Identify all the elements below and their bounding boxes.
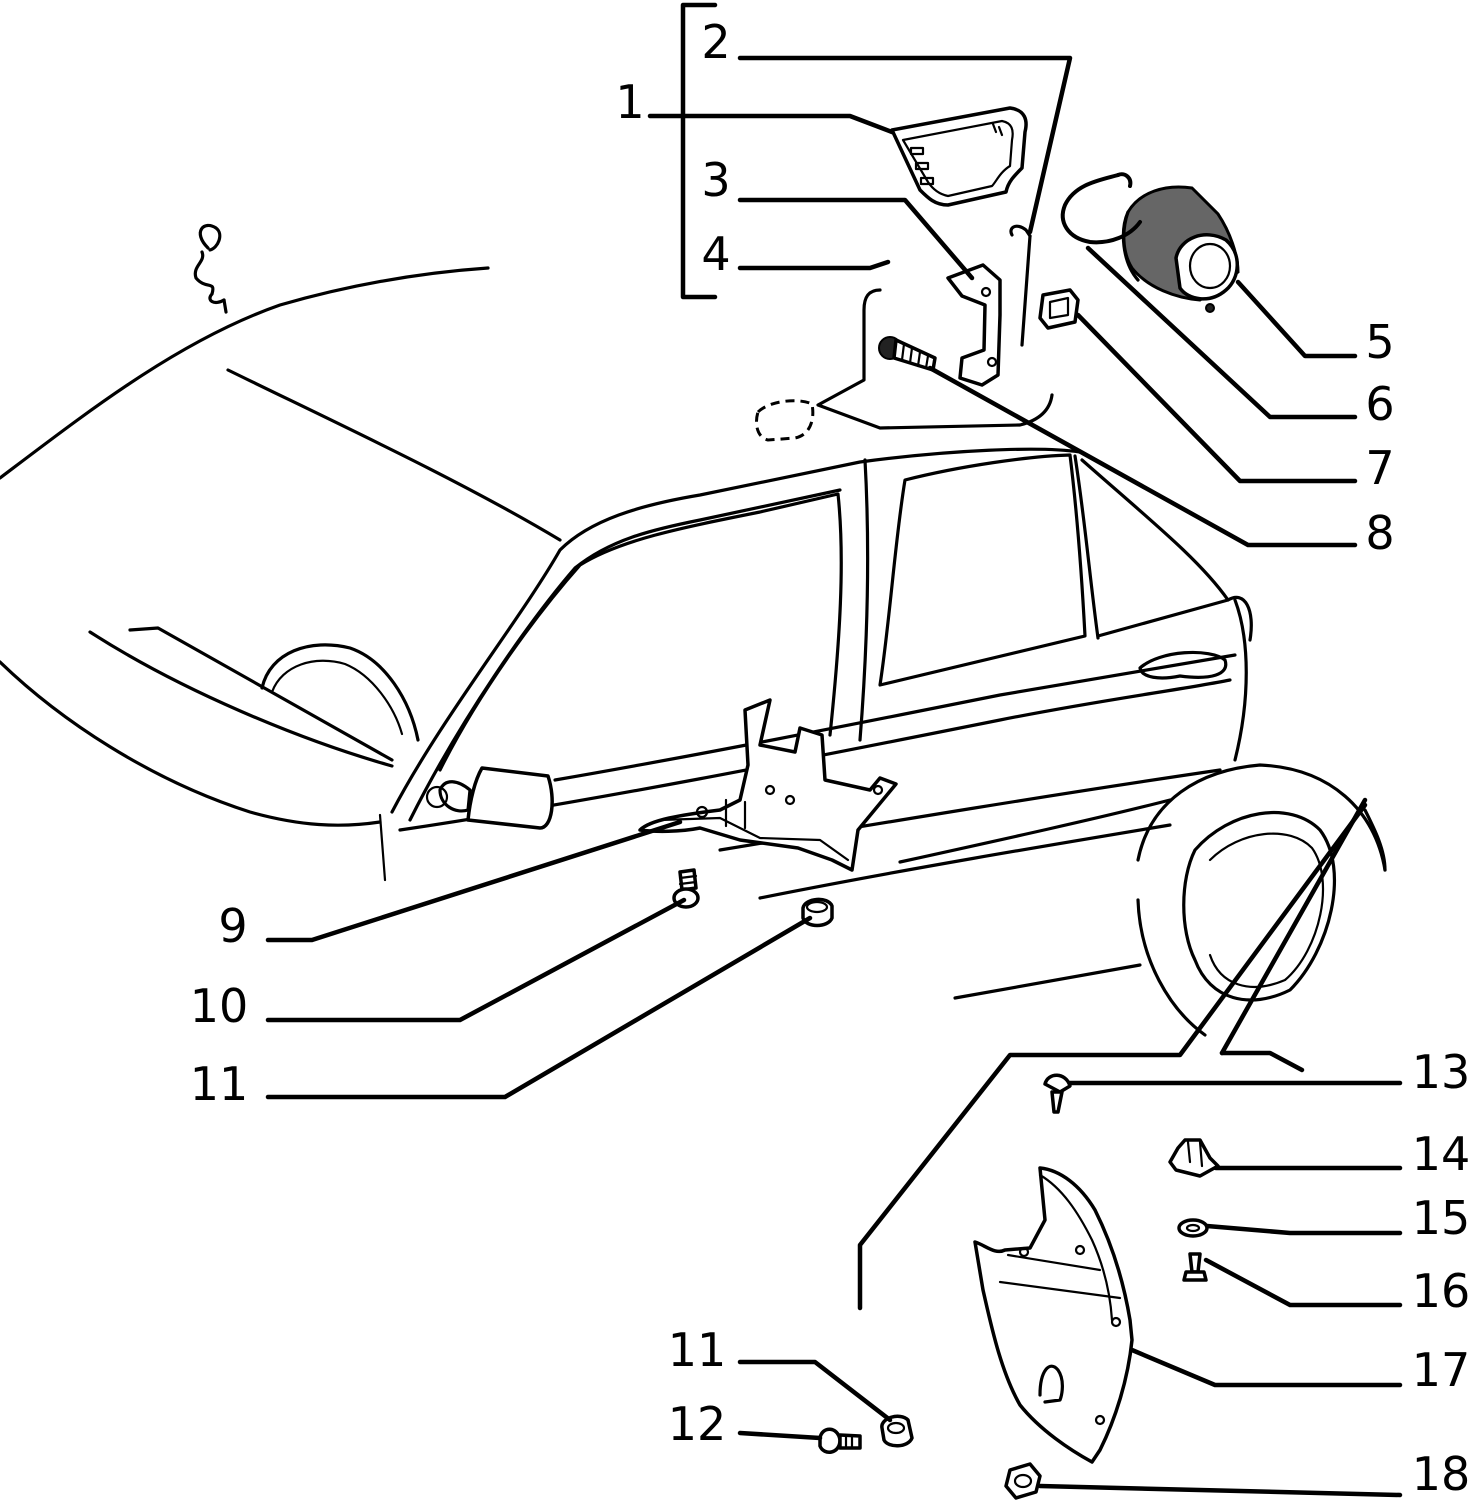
clip-ring-icon [1060,172,1142,245]
callout-8: 8 [1365,506,1394,560]
nut-18-icon [1004,1462,1042,1500]
callout-4: 4 [701,227,730,281]
wheel-arch-liner-icon [973,1166,1134,1464]
hinge-bracket-icon [946,263,1002,387]
mudguard-bracket-icon [638,698,898,872]
callout-16: 16 [1412,1264,1471,1318]
callout-6: 6 [1365,377,1394,431]
callout-17: 17 [1412,1343,1471,1397]
callout-5: 5 [1365,315,1394,369]
callout-2: 2 [701,15,730,69]
callout-18: 18 [1412,1447,1471,1501]
screw-16-icon [1182,1252,1208,1282]
flap-position-outline [754,399,815,442]
filler-neck-icon [1121,185,1240,313]
spring-icon [193,223,228,314]
clip-nut-icon [1168,1138,1220,1178]
washer-icon [1177,1218,1209,1238]
callout-11-upper: 11 [190,1057,249,1111]
leader-lines [265,2,1403,1498]
callout-7: 7 [1365,441,1394,495]
callout-14: 14 [1412,1127,1471,1181]
screw-icon [878,336,937,372]
nut-11b-icon [880,1414,914,1448]
car-body-outline-icon [0,266,1387,1037]
callout-1: 1 [615,75,644,129]
callout-3: 3 [701,153,730,207]
rod-icon [1009,224,1032,347]
callout-12: 12 [668,1397,727,1451]
detail-bracket-line [816,288,1054,430]
callout-10: 10 [190,979,249,1033]
callout-labels: 2 1 3 4 5 6 7 8 9 10 11 13 14 15 16 17 1… [190,15,1471,1501]
bolt-12-icon [818,1427,862,1454]
callout-9: 9 [218,899,247,953]
fuel-filler-flap-icon [890,106,1028,207]
push-clip-icon [1043,1073,1072,1114]
callout-13: 13 [1412,1045,1471,1099]
callout-11-lower: 11 [668,1323,727,1377]
retainer-clip-icon [1038,288,1080,330]
callout-15: 15 [1412,1191,1471,1245]
